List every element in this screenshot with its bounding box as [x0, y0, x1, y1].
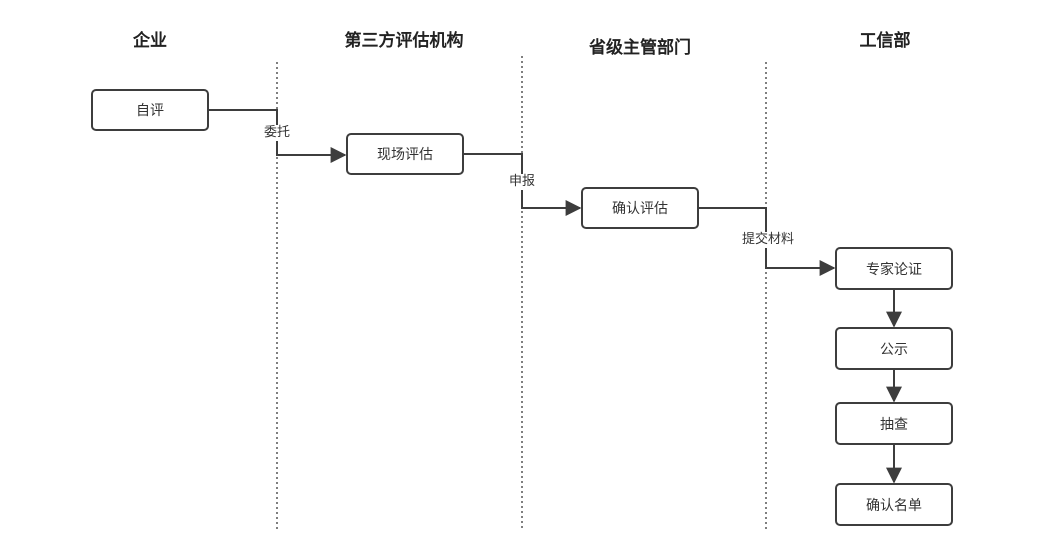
node-confirm-list: 确认名单	[835, 483, 953, 526]
edge-label-entrust: 委托	[262, 125, 292, 141]
lane-header-third-party: 第三方评估机构	[344, 31, 464, 51]
node-confirm-eval: 确认评估	[581, 187, 699, 229]
edge-label-submit-materials: 提交材料	[740, 232, 796, 248]
node-self-eval: 自评	[91, 89, 209, 131]
lane-header-enterprise: 企业	[133, 31, 167, 51]
edge-label-declare: 申报	[507, 174, 537, 190]
node-onsite-eval: 现场评估	[346, 133, 464, 175]
node-publicity: 公示	[835, 327, 953, 370]
node-expert-review: 专家论证	[835, 247, 953, 290]
lane-header-miit: 工信部	[859, 31, 911, 51]
node-spot-check: 抽查	[835, 402, 953, 445]
lane-header-provincial: 省级主管部门	[589, 38, 691, 58]
